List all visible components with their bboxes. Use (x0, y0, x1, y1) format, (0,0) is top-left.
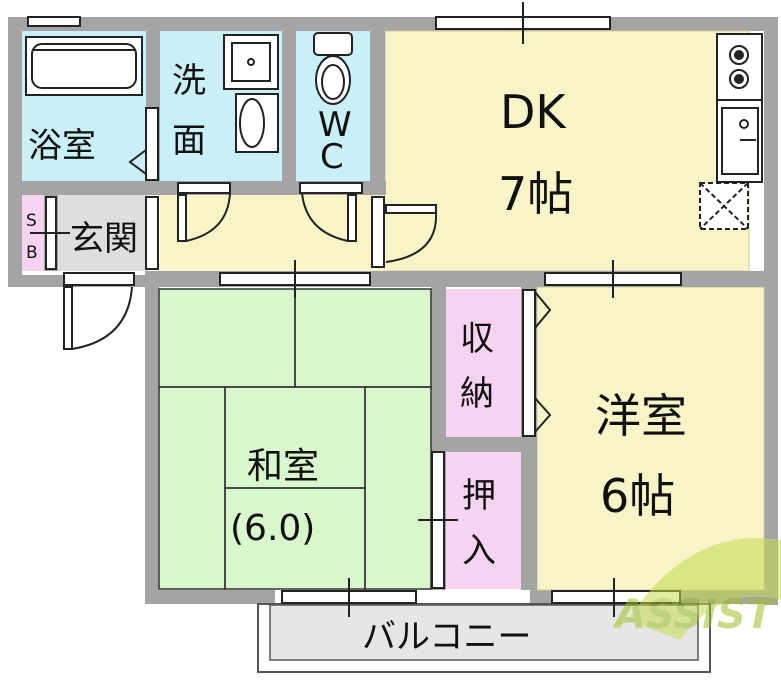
entrance-label: 玄関 (70, 219, 138, 259)
bathtub (25, 36, 143, 96)
wall-left-lower (145, 275, 159, 604)
sb-label-bottom: B (26, 243, 38, 263)
fixtures (25, 32, 763, 230)
refrigerator-space (699, 182, 749, 230)
wall-wash-wc (282, 31, 296, 195)
sb-label-top: S (26, 211, 37, 231)
closet-floor (446, 289, 521, 437)
dk-floor (384, 30, 750, 272)
dk-name: DK (500, 85, 567, 139)
wc-label-bottom: C (320, 137, 344, 177)
doors (63, 107, 552, 437)
door-dk (371, 196, 438, 268)
room-labels: 浴室 洗 面 W C DK 7帖 S B 玄関 和室 (6.0) 収 納 押 入… (26, 61, 687, 657)
wash-basin (235, 93, 279, 153)
floors (22, 30, 765, 673)
door-wc (299, 182, 363, 242)
wall-left (8, 17, 22, 287)
windows (27, 2, 682, 617)
dk-size: 7帖 (498, 167, 573, 221)
wall-wc-dk (370, 31, 385, 195)
wall-top (8, 17, 778, 31)
oshiire-label-top: 押 (462, 476, 496, 516)
door-entrance (63, 272, 135, 350)
oshiire-label-bottom: 入 (462, 531, 496, 571)
oshiire-floor (446, 452, 521, 589)
washitsu-name: 和室 (247, 446, 319, 487)
washroom-label-top: 洗 (172, 61, 206, 101)
door-closet (522, 289, 552, 437)
washitsu-size: (6.0) (230, 508, 315, 549)
kitchen-sink (716, 99, 763, 183)
youshitsu-size: 6帖 (600, 469, 675, 523)
assist-watermark-logo: ASSIST (612, 537, 781, 640)
youshitsu-floor (536, 286, 765, 591)
youshitsu-name: 洋室 (595, 389, 687, 443)
closet-label-bottom: 納 (460, 374, 494, 414)
kitchen-stove (716, 33, 763, 101)
wall-right (764, 17, 778, 605)
wc-label-top: W (318, 105, 352, 145)
genkan-floor (58, 195, 148, 271)
balcony-floor (269, 604, 699, 661)
washroom-label-bottom: 面 (172, 121, 206, 161)
window-bath (27, 16, 81, 27)
balcony-label: バルコニー (362, 617, 531, 657)
bath-label: 浴室 (28, 126, 96, 166)
toilet (313, 32, 353, 105)
wall-bottom-left (145, 590, 275, 604)
tatami-mats (158, 288, 432, 590)
closet-label-top: 収 (460, 319, 494, 359)
watermark-text: ASSIST (612, 592, 776, 638)
door-washroom (177, 182, 231, 242)
balcony-outline (257, 603, 711, 673)
door-bath (128, 107, 159, 181)
washing-machine-pan (223, 34, 279, 90)
wall-closet-oshiire (446, 437, 521, 452)
door-genkan-step (145, 196, 159, 270)
